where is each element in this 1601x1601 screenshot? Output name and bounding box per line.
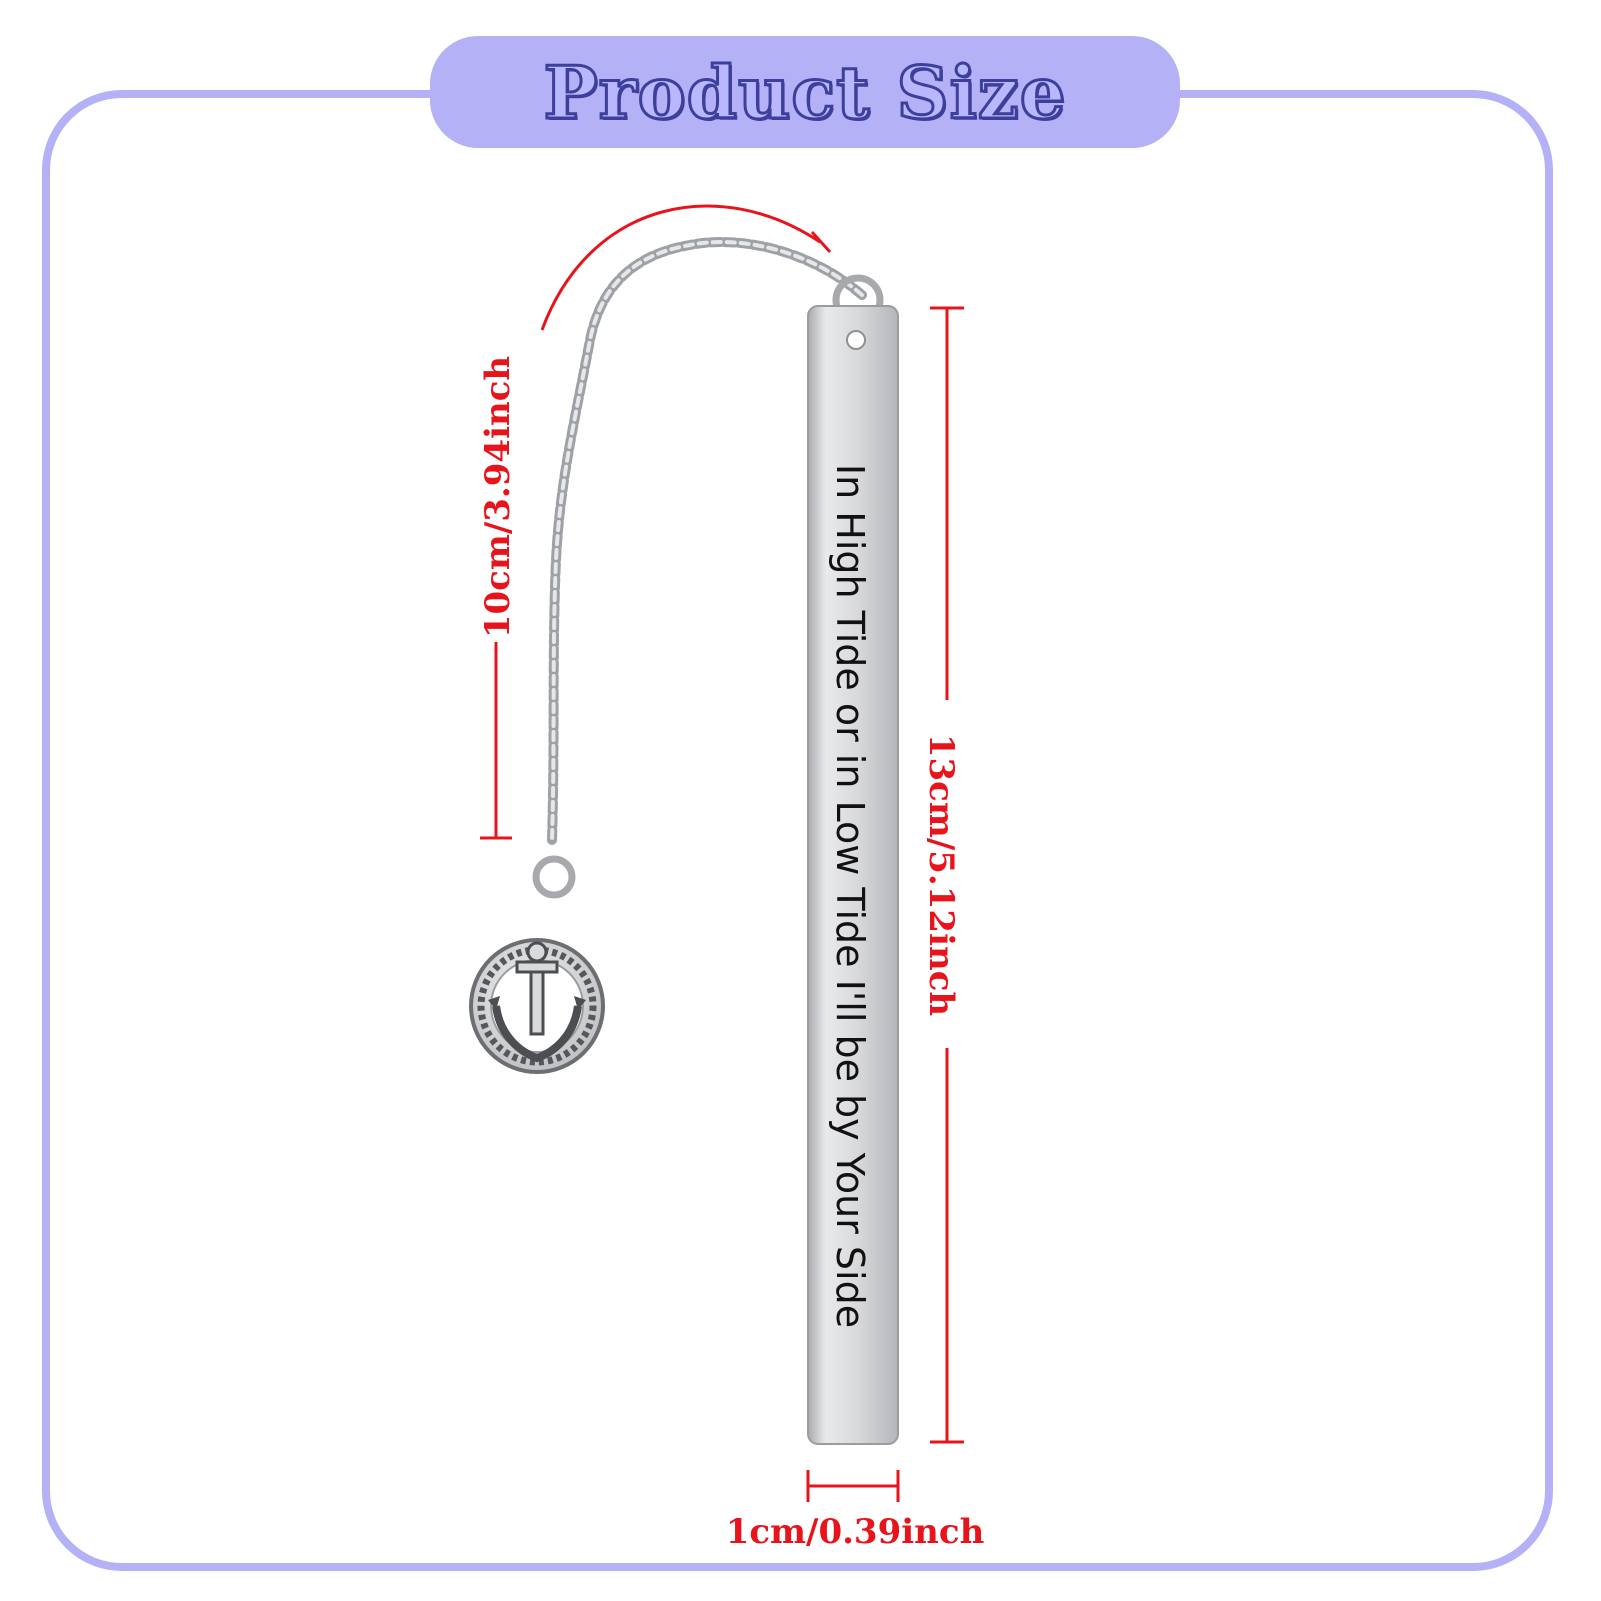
bookmark-width-label: 1cm/0.39inch [725,1512,985,1552]
title-banner: Product Size [430,36,1180,148]
bookmark-bar [807,305,899,1445]
chain-length-label: 10cm/3.94inch [478,355,518,639]
page-title: Product Size [542,48,1067,136]
anchor-charm-icon [469,938,605,1074]
engraved-quote: In High Tide or in Low Tide I'll be by Y… [828,463,872,1329]
charm-ring [532,855,576,899]
chain-dimension-tick-top [810,230,832,254]
bookmark-hole [846,330,866,350]
chain-dimension-arc [540,204,821,331]
product-frame [42,90,1553,1571]
bookmark-length-label: 13cm/5.12inch [921,733,961,1017]
